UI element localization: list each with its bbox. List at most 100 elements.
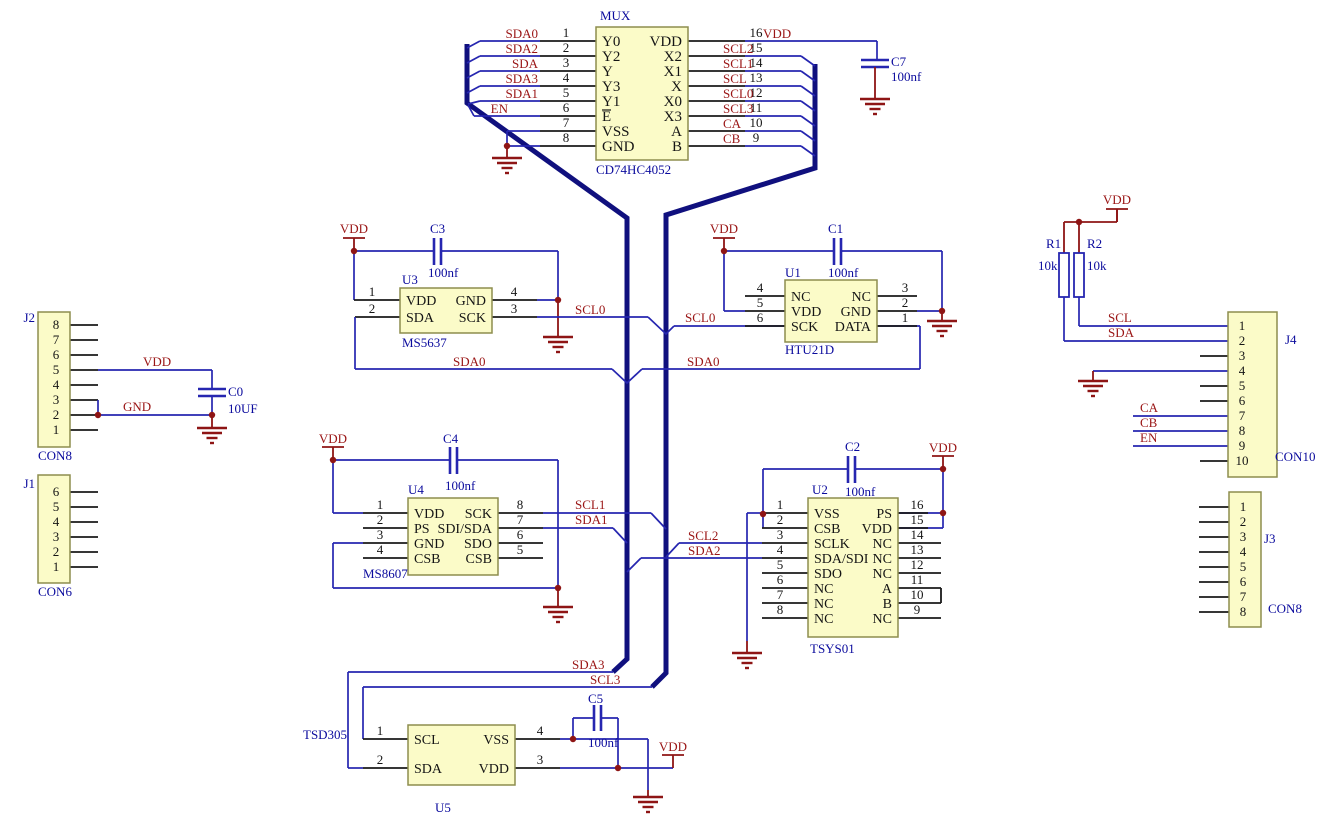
j4-texts: J4 CON10 1 2 3 4 5 6 7 8 9 10 SCL SDA CA… — [1038, 192, 1315, 468]
pin-number: 1 — [53, 422, 60, 437]
resistor-r2[interactable] — [1073, 252, 1085, 298]
pin-name: NC — [873, 552, 892, 567]
u2-part: TSYS01 — [810, 641, 855, 656]
j3-part: CON8 — [1268, 601, 1302, 616]
cap-ref: C1 — [828, 221, 843, 236]
ground-symbol — [541, 335, 575, 354]
u1-ref: U1 — [785, 265, 801, 280]
net-label: SDA1 — [575, 512, 608, 527]
pin-number: 13 — [750, 70, 763, 85]
net-label: SCL0 — [575, 302, 605, 317]
pin-name: NC — [791, 290, 810, 305]
pin-number: 9 — [914, 602, 921, 617]
pin-name: B — [883, 597, 892, 612]
cap-ref: C0 — [228, 384, 243, 399]
pin-name: SDA — [414, 762, 443, 777]
pin-number: 1 — [1239, 318, 1246, 333]
net-label: VDD — [763, 26, 791, 41]
pin-number: 8 — [777, 602, 784, 617]
u5-ref: U5 — [435, 800, 451, 815]
pin-name: NC — [852, 290, 871, 305]
net-label: SCL3 — [590, 672, 620, 687]
cap-value: 100nf — [845, 484, 876, 499]
u2-wires — [626, 456, 944, 653]
pin-number: 5 — [1239, 378, 1246, 393]
j3-body[interactable] — [1228, 491, 1262, 628]
u4-texts: U4 MS8607 1 2 3 4 8 7 6 5 VDD PS GND CSB… — [319, 431, 608, 581]
pin-number: 15 — [750, 40, 763, 55]
pin-number: 4 — [53, 514, 60, 529]
vdd-label: VDD — [319, 431, 347, 446]
net-label: VDD — [143, 354, 171, 369]
j1-body[interactable] — [37, 474, 71, 584]
pin-name: SCK — [465, 507, 492, 522]
u5-body[interactable] — [407, 724, 516, 786]
pin-name: NC — [814, 582, 833, 597]
pin-name: PS — [414, 522, 430, 537]
u5-part: TSD305 — [303, 727, 347, 742]
j4-ref: J4 — [1285, 332, 1297, 347]
u4-wires — [332, 447, 667, 607]
pin-name: SCK — [791, 320, 818, 335]
ground-symbol — [858, 97, 892, 116]
net-label: EN — [1140, 430, 1158, 445]
u4-body[interactable] — [407, 497, 499, 576]
u1-body[interactable] — [784, 279, 878, 343]
pin-number: 5 — [53, 499, 60, 514]
pin-name: Y — [602, 64, 613, 80]
pin-number: 3 — [1239, 348, 1246, 363]
j4-body[interactable] — [1227, 311, 1278, 478]
pin-number: 4 — [537, 723, 544, 738]
cap-ref: C3 — [430, 221, 445, 236]
pin-number: 8 — [563, 130, 570, 145]
pin-number: 2 — [1239, 333, 1246, 348]
pin-number: 13 — [911, 542, 924, 557]
cap-value: 100nf — [445, 478, 476, 493]
pin-number: 3 — [53, 529, 60, 544]
net-label: SCL2 — [688, 528, 718, 543]
ground-symbol — [195, 426, 229, 445]
net-label: SCL1 — [575, 497, 605, 512]
pin-number: 7 — [517, 512, 524, 527]
pin-name: NC — [873, 567, 892, 582]
pin-name: Y2 — [602, 49, 620, 65]
vdd-label: VDD — [659, 739, 687, 754]
net-label: CA — [723, 116, 742, 131]
pin-name: X1 — [664, 64, 682, 80]
cap-c7[interactable] — [861, 58, 889, 99]
pin-number: 9 — [753, 130, 760, 145]
j2-body[interactable] — [37, 311, 71, 448]
u4-ref: U4 — [408, 482, 424, 497]
net-label: CA — [1140, 400, 1159, 415]
pin-number: 2 — [369, 301, 376, 316]
pin-number: 1 — [1240, 499, 1247, 514]
pin-name: PS — [876, 507, 892, 522]
net-label: SDA0 — [687, 354, 720, 369]
vdd-label: VDD — [710, 221, 738, 236]
pin-number: 3 — [902, 280, 909, 295]
net-label: SDA2 — [688, 543, 721, 558]
pin-name: VSS — [814, 507, 840, 522]
net-label: SCL1 — [723, 56, 753, 71]
u2-ref: U2 — [812, 482, 828, 497]
j2-part: CON8 — [38, 448, 72, 463]
net-label: SDA1 — [505, 86, 538, 101]
pin-number: 6 — [563, 100, 570, 115]
resistor-r1[interactable] — [1058, 252, 1070, 298]
u3-body[interactable] — [399, 287, 493, 334]
pin-name: CSB — [466, 552, 492, 567]
pin-number: 1 — [377, 497, 384, 512]
pin-number: 10 — [750, 115, 763, 130]
pin-number: 6 — [757, 310, 764, 325]
pin-number: 1 — [377, 723, 384, 738]
pin-name: GND — [841, 305, 871, 320]
pin-number: 4 — [377, 542, 384, 557]
mux-body[interactable] — [595, 26, 689, 161]
net-label: SCL2 — [723, 41, 753, 56]
pin-name: X3 — [664, 109, 682, 125]
u2-body[interactable] — [807, 497, 899, 638]
net-label: SCL0 — [723, 86, 753, 101]
pin-name: VSS — [483, 733, 509, 748]
